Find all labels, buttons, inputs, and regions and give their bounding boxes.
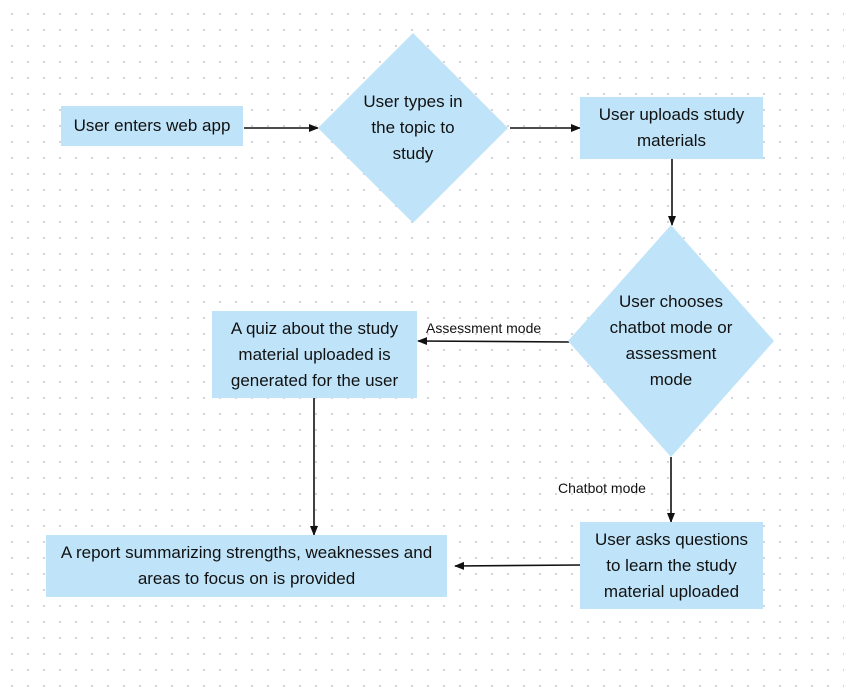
node-report-provided-label: A report summarizing strengths, weakness… (60, 543, 433, 588)
edge-label-chatbot-mode: Chatbot mode (558, 480, 646, 496)
decision-choose-mode: User chooses chatbot mode or assessment … (568, 225, 774, 457)
node-quiz-generated: A quiz about the study material uploaded… (212, 311, 417, 398)
node-enter-web-app-label: User enters web app (73, 116, 231, 135)
node-report-provided: A report summarizing strengths, weakness… (46, 535, 447, 597)
node-enter-web-app: User enters web app (61, 106, 243, 146)
node-quiz-generated-label: A quiz about the study material uploaded… (230, 318, 399, 390)
node-upload-materials: User uploads study materials (580, 97, 763, 159)
edge-ask-to-report (454, 561, 581, 570)
node-ask-questions: User asks questions to learn the study m… (580, 522, 763, 609)
decision-choose-mode-label: User chooses chatbot mode or assessment … (609, 292, 733, 389)
decision-type-topic-label: User types in the topic to study (363, 92, 463, 163)
edge-choose-to-quiz (417, 337, 570, 346)
node-ask-questions-label: User asks questions to learn the study m… (594, 529, 749, 601)
node-upload-materials-label: User uploads study materials (598, 105, 745, 150)
edge-label-assessment-mode: Assessment mode (426, 320, 542, 336)
decision-type-topic: User types in the topic to study (318, 33, 508, 223)
